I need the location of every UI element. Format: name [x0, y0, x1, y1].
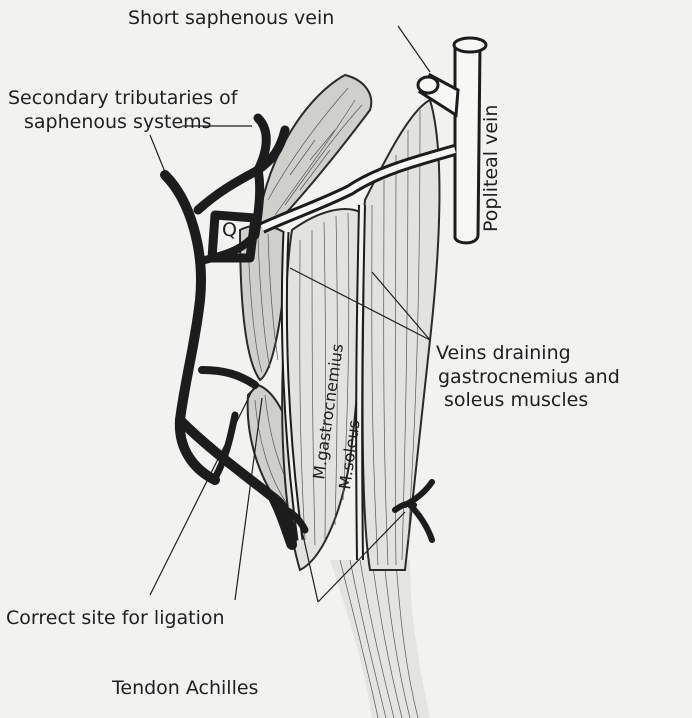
- tendon-achilles-label: Tendon Achilles: [111, 677, 258, 699]
- veins-draining-label-line3: soleus muscles: [444, 389, 588, 411]
- veins-draining-label-line1: Veins draining: [436, 342, 571, 364]
- secondary-tributaries-label-line1: Secondary tributaries of: [8, 87, 239, 109]
- tendon-achilles-shape: [330, 560, 430, 718]
- correct-site-label: Correct site for ligation: [6, 607, 225, 629]
- secondary-tributaries-label-line2: saphenous systems: [24, 111, 212, 133]
- short-saphenous-vein-label: Short saphenous vein: [128, 7, 334, 29]
- veins-draining-label-line2: gastrocnemius and: [438, 366, 620, 388]
- popliteal-vein-label: Popliteal vein: [480, 105, 502, 232]
- q-marker-label: Q: [222, 219, 237, 241]
